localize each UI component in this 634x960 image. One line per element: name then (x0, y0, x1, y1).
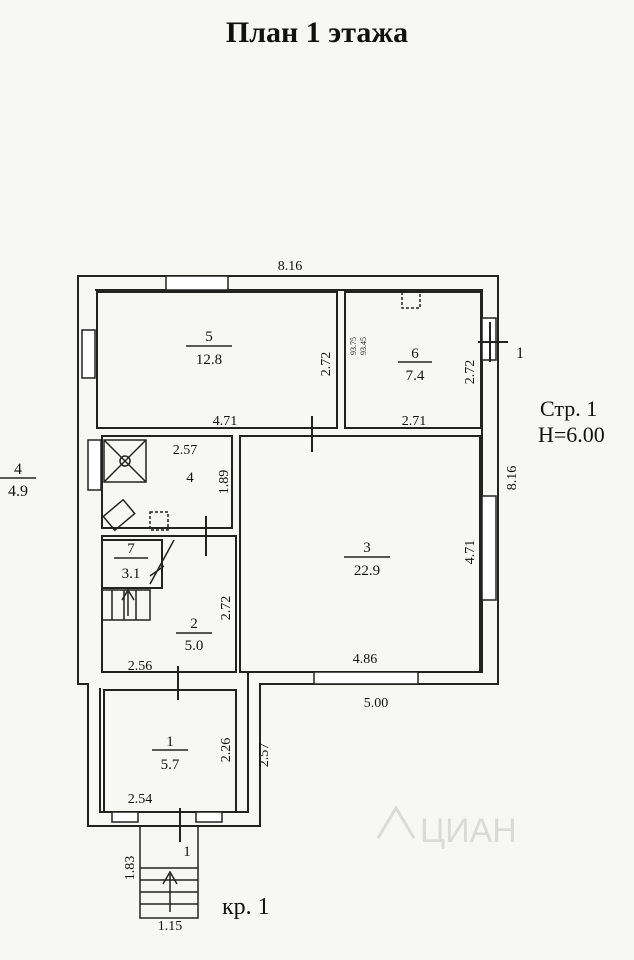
outside-room-number: 4 (14, 461, 22, 478)
height-label: Н=6.00 (538, 422, 605, 447)
dim-bottom: 5.00 (364, 696, 389, 711)
room-2-height: 2.72 (219, 596, 234, 621)
room-1-height: 2.26 (219, 738, 234, 763)
room-6-number: 6 (411, 346, 419, 362)
room-4-width: 2.57 (173, 443, 198, 458)
room-5-number: 5 (205, 329, 213, 345)
room-2-number: 2 (190, 616, 198, 632)
porch-stair (139, 867, 199, 919)
window-bottom (313, 671, 419, 685)
dim-top: 8.16 (278, 259, 303, 274)
room-2-outline (101, 535, 237, 673)
room-3-number: 3 (363, 540, 371, 556)
room-2-area: 5.0 (185, 638, 204, 654)
window-left-middle (87, 439, 102, 491)
room-6-area: 7.4 (406, 368, 425, 384)
dim-right: 8.16 (505, 466, 520, 491)
room-4-number: 4 (186, 470, 194, 486)
room-4-outline (101, 435, 233, 529)
room-7-outline (101, 539, 163, 589)
toilet-fixture-6 (401, 291, 421, 309)
tiny-label-b: 93.45 (359, 337, 368, 355)
room-1-width: 2.54 (128, 792, 153, 807)
toilet-fixture-4 (149, 511, 169, 531)
porch-width: 1.15 (158, 919, 183, 934)
room-6-height: 2.72 (463, 360, 478, 385)
room-1-number: 1 (166, 734, 174, 750)
window-entry-left (111, 811, 139, 823)
room-5-width: 4.71 (213, 414, 238, 429)
section-mark: 1 (516, 345, 524, 362)
outside-room-area: 4.9 (8, 483, 28, 500)
room-3-area: 22.9 (354, 563, 380, 579)
room-5-outline (96, 291, 338, 429)
room-4-height: 1.89 (217, 470, 232, 495)
dim-left-lower: 2.57 (257, 743, 272, 768)
room-7-number: 7 (127, 541, 135, 557)
window-left-upper (81, 329, 96, 379)
window-top (165, 275, 229, 291)
watermark-text: ЦИАН (420, 812, 517, 850)
washer-fixture (102, 498, 136, 532)
sheet-label: Стр. 1 (540, 396, 598, 421)
plan-title: План 1 этажа (225, 16, 409, 49)
room-3-width: 4.86 (353, 652, 378, 667)
room-2-width: 2.56 (128, 659, 153, 674)
watermark: ЦИАН (376, 805, 517, 850)
room-5-area: 12.8 (196, 352, 222, 368)
room-3-height: 4.71 (463, 540, 478, 565)
window-entry-right (195, 811, 223, 823)
boiler-fixture (103, 439, 147, 483)
porch-number: 1 (183, 844, 191, 860)
tiny-label-a: 93.75 (349, 337, 358, 355)
porch-height: 1.83 (123, 856, 138, 881)
room-1-area: 5.7 (161, 757, 180, 773)
floor-tag: кр. 1 (222, 894, 270, 920)
stair-7 (102, 589, 151, 621)
outer-wall-outline (77, 275, 499, 827)
room-5-height: 2.72 (319, 352, 334, 377)
room-6-width: 2.71 (402, 414, 427, 429)
window-right-lower (481, 495, 497, 601)
room-7-area: 3.1 (122, 566, 141, 582)
room-1-outline (103, 689, 237, 813)
room-3-outline (239, 435, 481, 673)
